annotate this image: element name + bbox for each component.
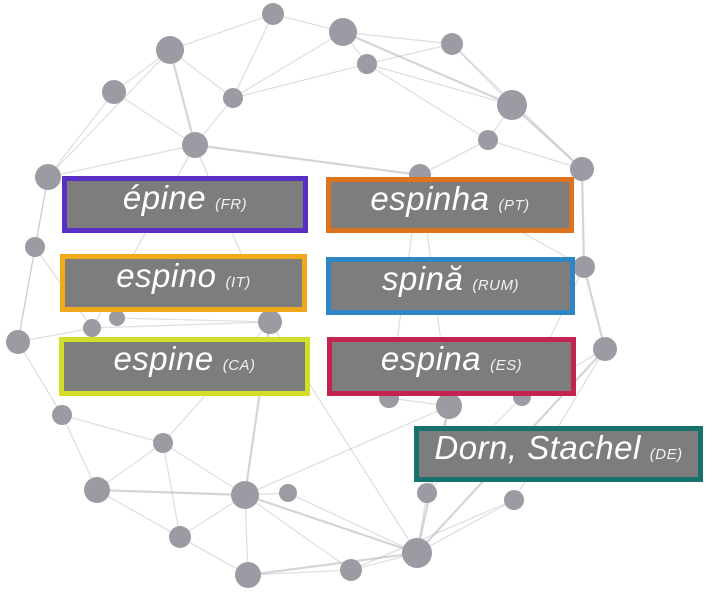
label-word: épine — [122, 179, 207, 216]
label-word: espino — [116, 257, 217, 294]
label-box-fr: épine (FR) — [62, 176, 308, 233]
label-word: spină — [381, 260, 464, 297]
label-word: espina — [380, 340, 482, 377]
label-language-tag: (DE) — [649, 446, 683, 463]
label-box-es: espina (ES) — [327, 337, 576, 396]
label-language-tag: (FR) — [215, 196, 248, 213]
label-language-tag: (CA) — [222, 357, 256, 374]
label-word: espinha — [370, 180, 490, 217]
label-language-tag: (PT) — [498, 197, 530, 214]
label-box-ca: espine (CA) — [59, 337, 310, 396]
label-word: Dorn, Stachel — [434, 429, 641, 466]
label-box-it: espino (IT) — [60, 254, 307, 312]
label-word: espine — [113, 340, 214, 377]
label-language-tag: (IT) — [225, 274, 251, 291]
label-box-de: Dorn, Stachel (DE) — [414, 426, 703, 482]
label-language-tag: (RUM) — [472, 277, 520, 294]
label-language-tag: (ES) — [490, 357, 523, 374]
label-box-rum: spină (RUM) — [326, 257, 575, 315]
label-box-pt: espinha (PT) — [326, 177, 574, 233]
